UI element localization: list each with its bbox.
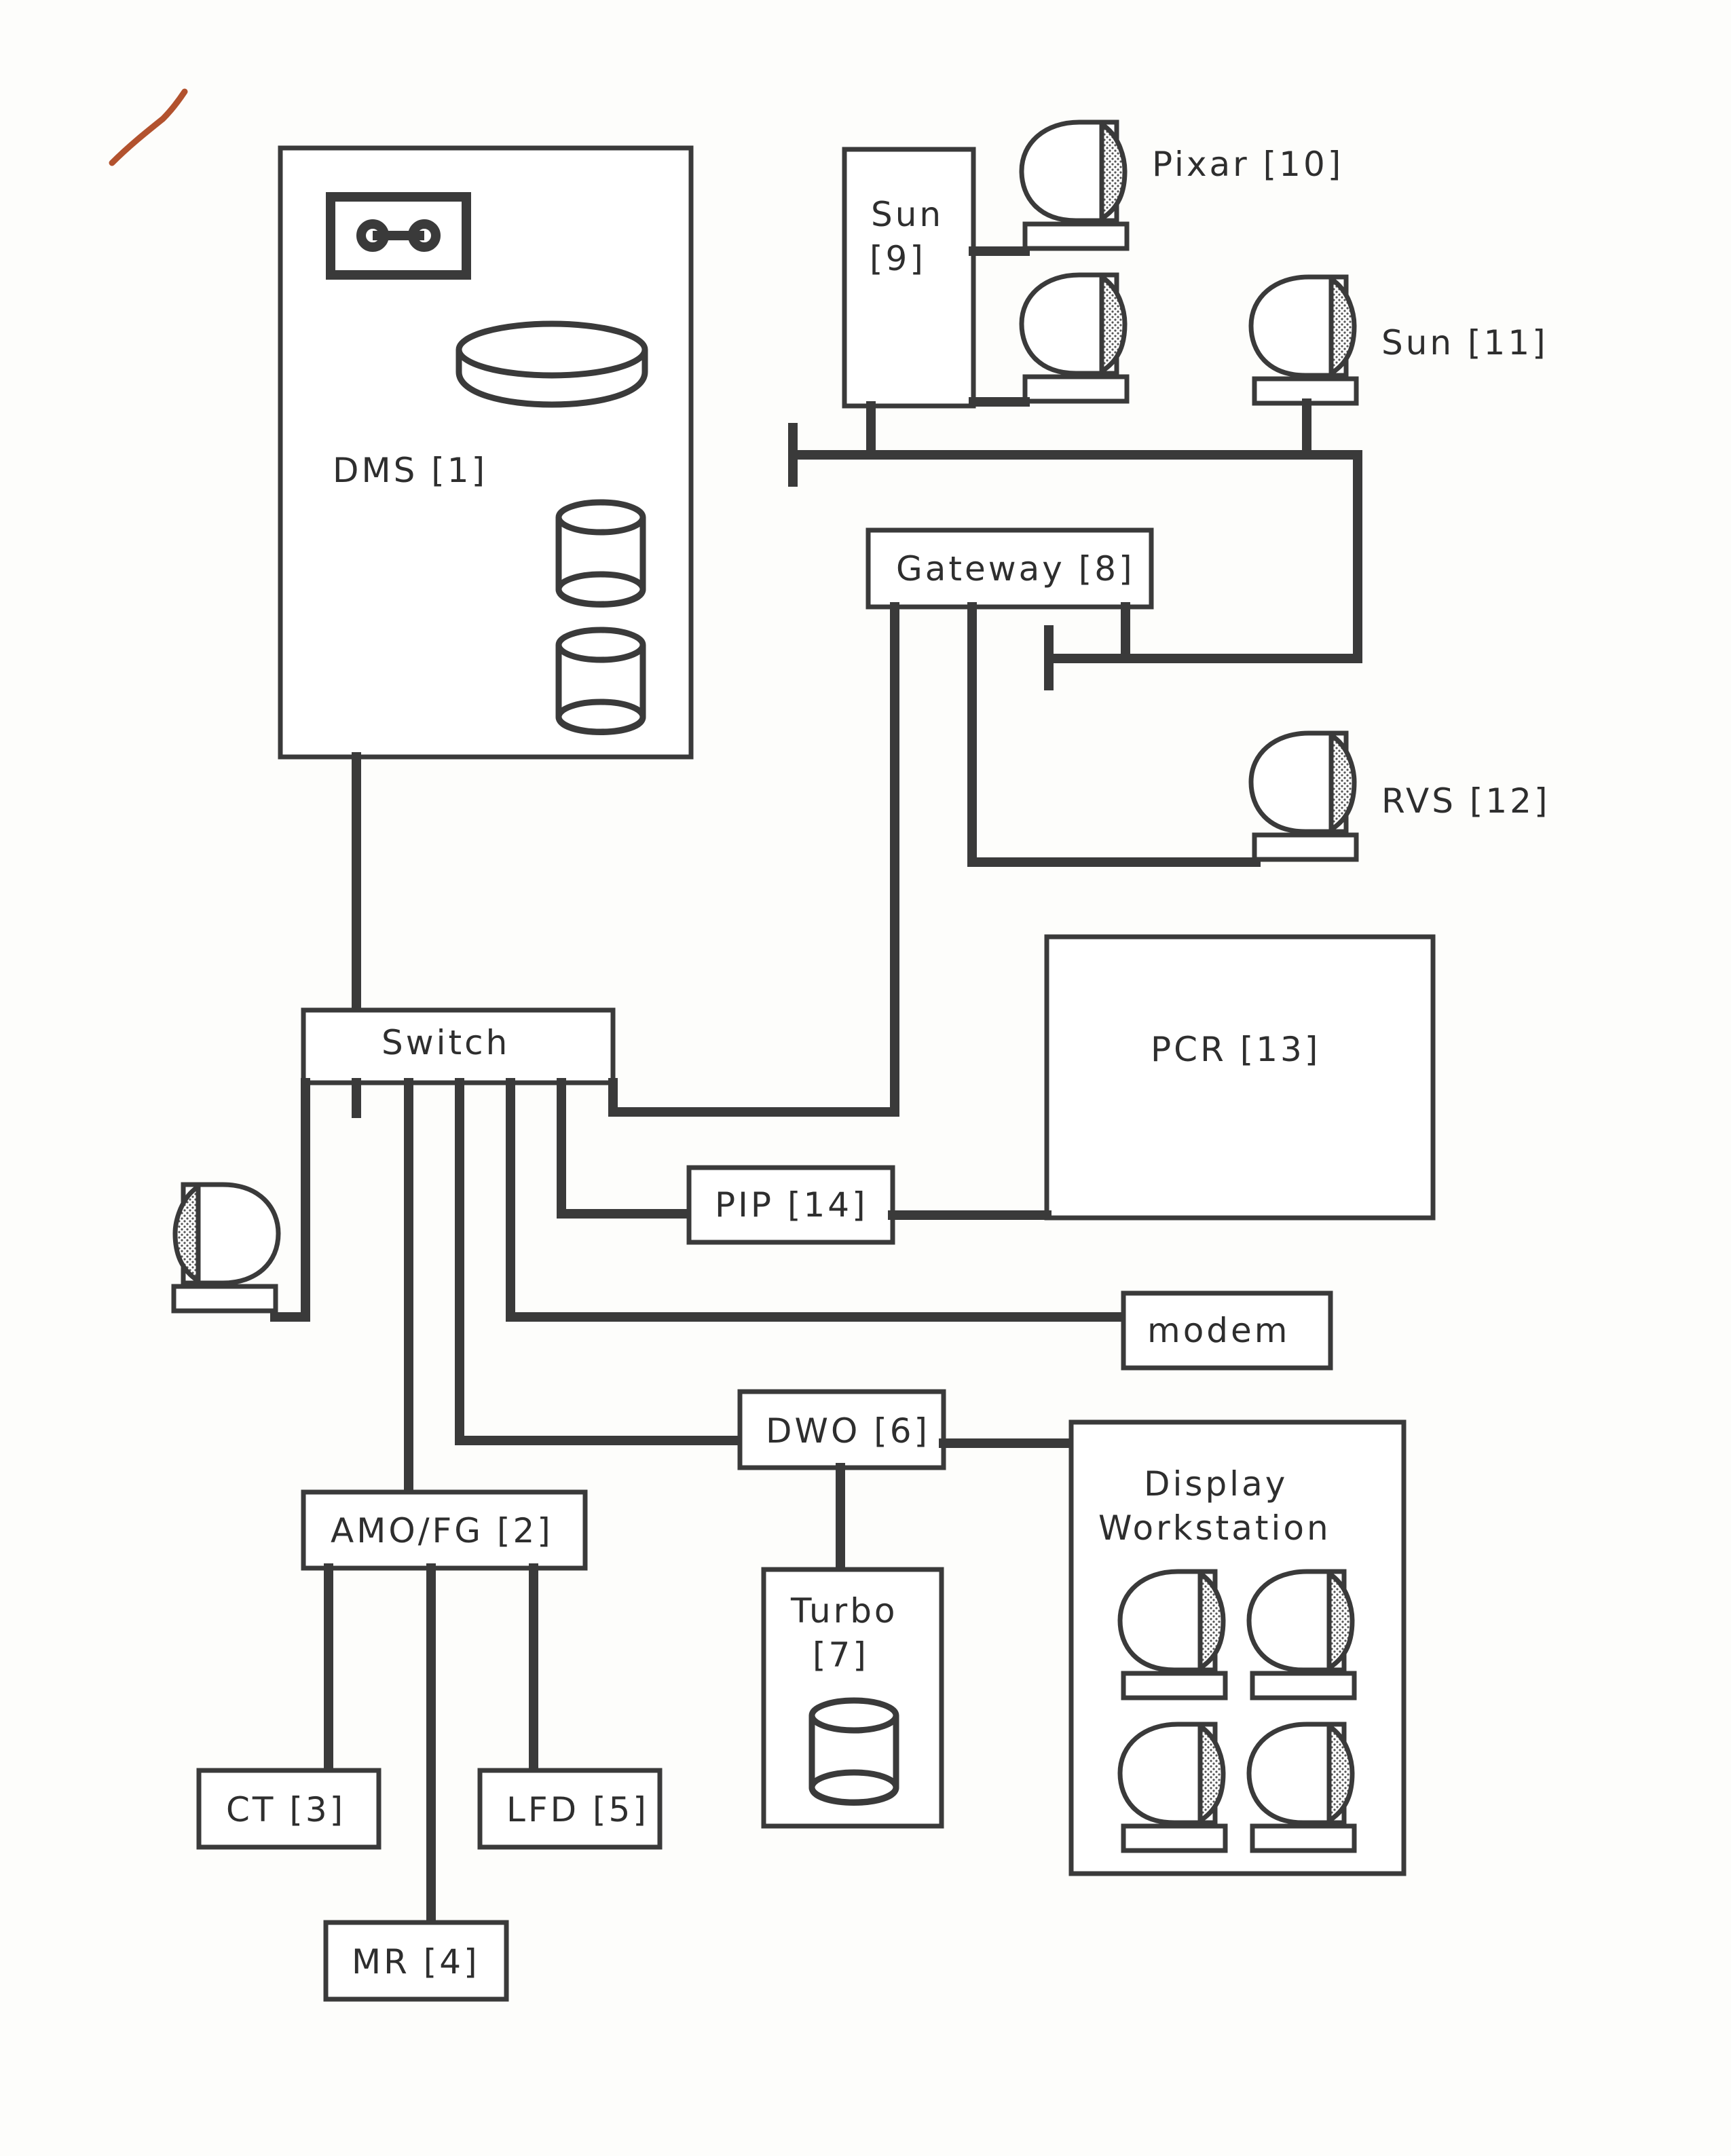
wire <box>270 1078 310 1322</box>
dwo-6-node[interactable]: DWO [6] <box>737 1389 946 1470</box>
pcr-13-label: PCR [13] <box>1151 1030 1320 1069</box>
modem-label: modem <box>1147 1311 1290 1350</box>
disk-icon <box>812 1700 896 1803</box>
dms-label: DMS [1] <box>333 451 487 490</box>
monitor-icon <box>1120 1724 1225 1851</box>
dwo-6-label: DWO [6] <box>766 1411 930 1451</box>
tape-icon <box>326 192 471 280</box>
sun-11-node[interactable]: Sun [11] <box>1251 277 1548 403</box>
monitor-icon <box>174 1185 278 1311</box>
mr-4-label: MR [4] <box>352 1942 480 1982</box>
monitor-icon <box>1251 733 1356 859</box>
rvs-12-label: RVS [12] <box>1381 781 1550 821</box>
wire <box>967 602 1261 867</box>
monitor-icon <box>1249 1724 1354 1851</box>
switch-node[interactable]: Switch <box>301 1007 616 1085</box>
rvs-12-node[interactable]: RVS [12] <box>1251 733 1550 859</box>
turbo-7-node[interactable]: Turbo [7] <box>761 1567 944 1829</box>
wire <box>455 1078 745 1445</box>
monitor-icon <box>1120 1572 1225 1698</box>
amo-fg-2-label: AMO/FG [2] <box>331 1511 553 1550</box>
sun-9-node[interactable]: Sun [9] <box>842 147 976 409</box>
ct-3-node[interactable]: CT [3] <box>196 1768 381 1850</box>
display-workstation-node[interactable]: Display Workstation <box>1068 1419 1407 1876</box>
gateway-8-node[interactable]: Gateway [8] <box>866 527 1154 610</box>
pen-mark <box>109 88 188 166</box>
disk-icon <box>559 630 643 732</box>
switch-label: Switch <box>381 1023 510 1062</box>
monitor-icon <box>1251 277 1356 403</box>
dms-node[interactable]: DMS [1] <box>278 145 694 760</box>
ct-3-label: CT [3] <box>226 1790 346 1829</box>
monitor-icon <box>1249 1572 1354 1698</box>
lfd-5-label: LFD [5] <box>506 1790 649 1829</box>
pixar-10-node[interactable]: Pixar [10] <box>1022 122 1343 248</box>
mr-4-node[interactable]: MR [4] <box>323 1920 509 2002</box>
modem-node[interactable]: modem <box>1121 1290 1333 1371</box>
sun-11-label: Sun [11] <box>1381 323 1548 363</box>
display-workstation-label: Workstation <box>1098 1508 1331 1548</box>
wire <box>557 1078 694 1219</box>
pixar-10-label: Pixar [10] <box>1152 145 1343 184</box>
amo-fg-2-node[interactable]: AMO/FG [2] <box>301 1489 588 1571</box>
pip-14-node[interactable]: PIP [14] <box>686 1165 895 1245</box>
pcr-13-node[interactable]: PCR [13] <box>1044 934 1436 1221</box>
turbo-7-label: [7] <box>813 1635 869 1675</box>
gateway-8-label: Gateway [8] <box>896 549 1135 589</box>
monitor-icon <box>1022 275 1127 401</box>
wire <box>608 602 899 1117</box>
display-workstation-label: Display <box>1144 1464 1288 1504</box>
sun-9-label: [9] <box>870 239 926 278</box>
lfd-5-node[interactable]: LFD [5] <box>477 1768 663 1850</box>
sun-9-label: Sun <box>871 195 944 234</box>
optical-disk-icon <box>455 320 648 408</box>
turbo-7-label: Turbo <box>790 1591 898 1631</box>
disk-icon <box>559 502 643 605</box>
console-monitor[interactable] <box>174 1185 278 1311</box>
pip-14-label: PIP [14] <box>715 1185 868 1225</box>
monitor-icon <box>1022 122 1127 248</box>
wire <box>506 1078 1128 1322</box>
ethernet-bus <box>788 450 1362 663</box>
